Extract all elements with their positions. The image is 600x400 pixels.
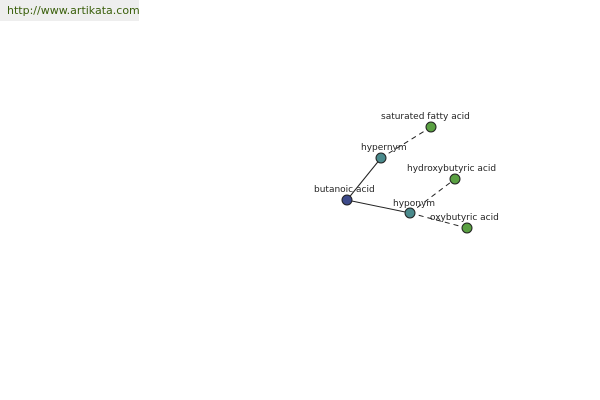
- node-oxybutyric-acid-marker[interactable]: [461, 222, 473, 234]
- url-banner: http://www.artikata.com: [0, 0, 140, 21]
- edge-hyponym-hydroxybutyric-acid: [409, 178, 456, 214]
- node-oxybutyric-acid[interactable]: oxybutyric acid: [430, 213, 499, 234]
- site-url-link[interactable]: http://www.artikata.com: [7, 4, 140, 17]
- node-hyponym[interactable]: hyponym: [393, 199, 435, 219]
- node-label-butanoic-acid: butanoic acid: [314, 185, 375, 195]
- node-hydroxybutyric-acid-marker[interactable]: [449, 173, 461, 185]
- edge-hypernym-saturated-fatty-acid: [380, 126, 432, 159]
- node-hypernym-marker[interactable]: [375, 152, 387, 164]
- node-saturated-fatty-acid-marker[interactable]: [425, 121, 437, 133]
- node-label-hydroxybutyric-acid: hydroxybutyric acid: [407, 164, 496, 174]
- node-label-saturated-fatty-acid: saturated fatty acid: [381, 112, 470, 122]
- node-label-hyponym: hyponym: [393, 199, 435, 209]
- edge-layer: [346, 126, 468, 229]
- node-hydroxybutyric-acid[interactable]: hydroxybutyric acid: [407, 164, 496, 185]
- edge-hyponym-oxybutyric-acid: [409, 212, 468, 229]
- node-hyponym-marker[interactable]: [404, 207, 416, 219]
- edge-butanoic-acid-hyponym: [346, 199, 411, 214]
- node-hypernym[interactable]: hypernym: [361, 143, 407, 164]
- node-butanoic-acid[interactable]: butanoic acid: [314, 185, 375, 206]
- node-label-hypernym: hypernym: [361, 143, 407, 153]
- node-butanoic-acid-marker[interactable]: [341, 194, 353, 206]
- node-label-oxybutyric-acid: oxybutyric acid: [430, 213, 499, 223]
- node-saturated-fatty-acid[interactable]: saturated fatty acid: [381, 112, 470, 133]
- edge-butanoic-acid-hypernym: [346, 157, 382, 201]
